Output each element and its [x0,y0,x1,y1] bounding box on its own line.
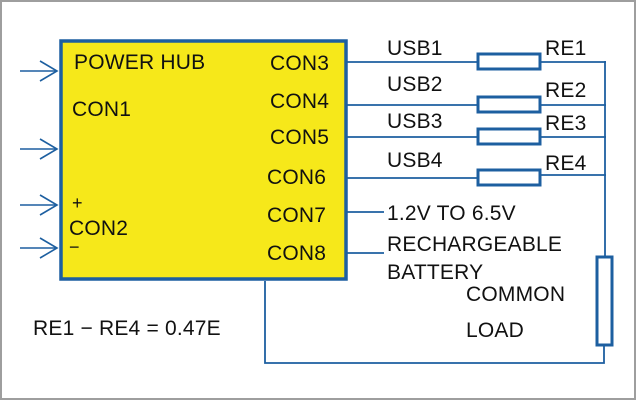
arrow-icon [20,138,59,160]
con5-label: CON5 [270,126,330,149]
battery-label-line1: RECHARGEABLE [387,233,563,256]
hub-title: POWER HUB [74,51,206,74]
resistor-re1 [476,52,542,71]
plus-sign: + [72,193,83,213]
power-hub-box [59,39,348,281]
re4-label: RE4 [545,152,587,175]
resistor-re2 [476,95,542,114]
con4-label: CON4 [270,90,330,113]
voltage-range-label: 1.2V TO 6.5V [387,202,516,225]
re1-label: RE1 [545,37,587,60]
resistor-value-note: RE1 − RE4 = 0.47E [33,317,221,340]
usb4-label: USB4 [387,149,443,172]
input-arrows [20,60,59,259]
con3-label: CON3 [270,52,330,75]
con2-label: CON2 [69,217,129,240]
battery-label-line2: BATTERY [387,261,484,284]
resistor-re4 [476,168,542,187]
con1-label: CON1 [72,98,132,121]
minus-sign: − [69,237,80,257]
load-label-line2: LOAD [466,319,524,342]
arrow-icon [20,194,59,216]
load-label-line1: COMMON [466,283,566,306]
resistor-re3 [476,127,542,146]
con7-label: CON7 [267,204,327,227]
arrow-icon [20,60,59,82]
usb3-label: USB3 [387,110,443,133]
usb1-label: USB1 [387,37,443,60]
re3-label: RE3 [545,112,587,135]
arrow-icon [20,237,59,259]
con8-label: CON8 [267,242,327,265]
usb2-label: USB2 [387,73,443,96]
return-wire [264,281,605,364]
con6-label: CON6 [267,166,327,189]
resistor-common-load [595,255,614,347]
re2-label: RE2 [545,79,587,102]
